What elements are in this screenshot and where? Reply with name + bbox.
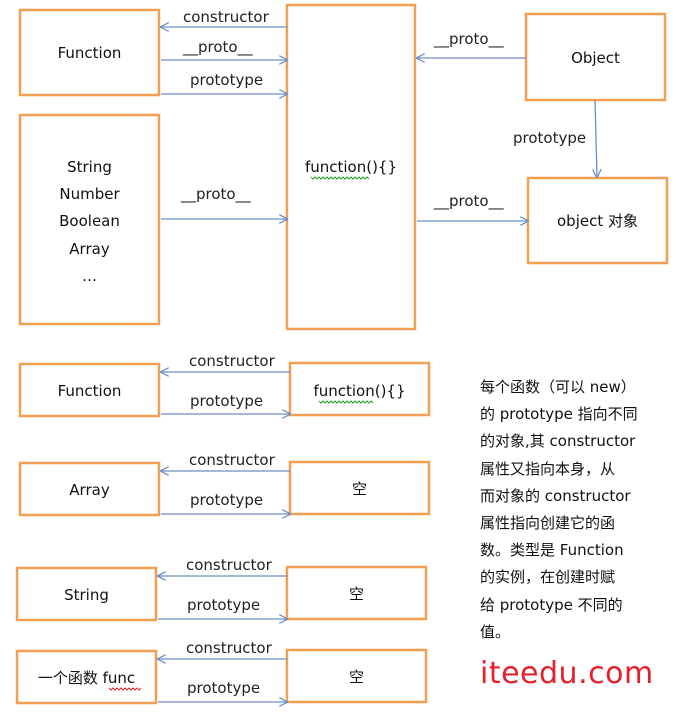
spellcheck-underline	[318, 400, 374, 404]
constructor-label: constructor	[189, 451, 276, 469]
object-box-label: Object	[571, 49, 620, 67]
proto-label: __proto__	[182, 38, 253, 57]
prototype-label: prototype	[190, 392, 263, 410]
spellcheck-underline	[108, 687, 142, 691]
function-box-label: Function	[58, 44, 122, 62]
description-line: 的 prototype 指向不同	[480, 405, 638, 424]
description-line: 而对象的 constructor	[480, 486, 631, 505]
proto-label: __proto__	[433, 192, 504, 211]
pair-right-label: 空	[352, 480, 367, 498]
constructor-label: constructor	[186, 556, 273, 574]
object-box	[524, 12, 667, 102]
description-line: 的实例，在创建时赋	[480, 568, 616, 587]
pair-right-box	[288, 361, 431, 417]
constructor-label: constructor	[186, 639, 273, 657]
builtin-types-box	[18, 113, 161, 326]
description-line: 的对象,其 constructor	[480, 432, 636, 451]
builtin-type-label: Number	[59, 185, 120, 203]
pair-right-box	[288, 460, 431, 516]
pair-left-box	[18, 461, 161, 517]
pair-left-label: Array	[69, 481, 110, 499]
pair-right-box	[285, 565, 428, 621]
prototype-label: prototype	[190, 71, 263, 89]
prototype-label: prototype	[187, 596, 260, 614]
function-prototype-label: function(){}	[305, 158, 397, 176]
pair-right-label: 空	[349, 668, 364, 686]
builtin-type-label: …	[82, 267, 97, 285]
prototype-label: prototype	[513, 129, 586, 147]
description-line: 值。	[480, 622, 511, 641]
description-line: 给 prototype 不同的	[480, 595, 623, 614]
function-box	[18, 8, 161, 97]
description-line: 属性指向创建它的函	[480, 514, 616, 533]
pair-left-label: Function	[58, 382, 122, 400]
prototype-label: prototype	[187, 679, 260, 697]
builtin-type-label: Array	[69, 240, 110, 258]
proto-label: __proto__	[180, 185, 251, 204]
builtin-type-label: String	[67, 158, 112, 176]
pair-right-box	[285, 648, 428, 704]
pair-left-box	[18, 362, 161, 418]
description-line: 属性又指向本身，从	[480, 459, 616, 478]
pair-left-label: 一个函数 func	[38, 669, 135, 687]
prototype-label: prototype	[190, 491, 263, 509]
site-watermark: iteedu.com	[480, 656, 654, 691]
description-text: 每个函数（可以 new） 的 prototype 指向不同 的对象,其 cons…	[480, 374, 660, 646]
constructor-label: constructor	[183, 8, 270, 26]
description-line: 数。类型是 Function	[480, 541, 624, 560]
description-line: 每个函数（可以 new）	[480, 378, 636, 396]
pair-right-label: function(){}	[313, 382, 405, 400]
builtin-type-label: Boolean	[59, 212, 120, 230]
pair-left-label: String	[64, 586, 109, 604]
constructor-label: constructor	[189, 352, 276, 370]
pair-left-box	[15, 649, 158, 705]
proto-label: __proto__	[433, 30, 504, 49]
pair-left-box	[15, 566, 158, 622]
function-prototype-box	[285, 3, 417, 331]
spellcheck-underline	[310, 176, 370, 180]
object-instance-label: object 对象	[557, 212, 638, 230]
prototype-arrow	[595, 99, 597, 177]
pair-right-label: 空	[349, 585, 364, 603]
